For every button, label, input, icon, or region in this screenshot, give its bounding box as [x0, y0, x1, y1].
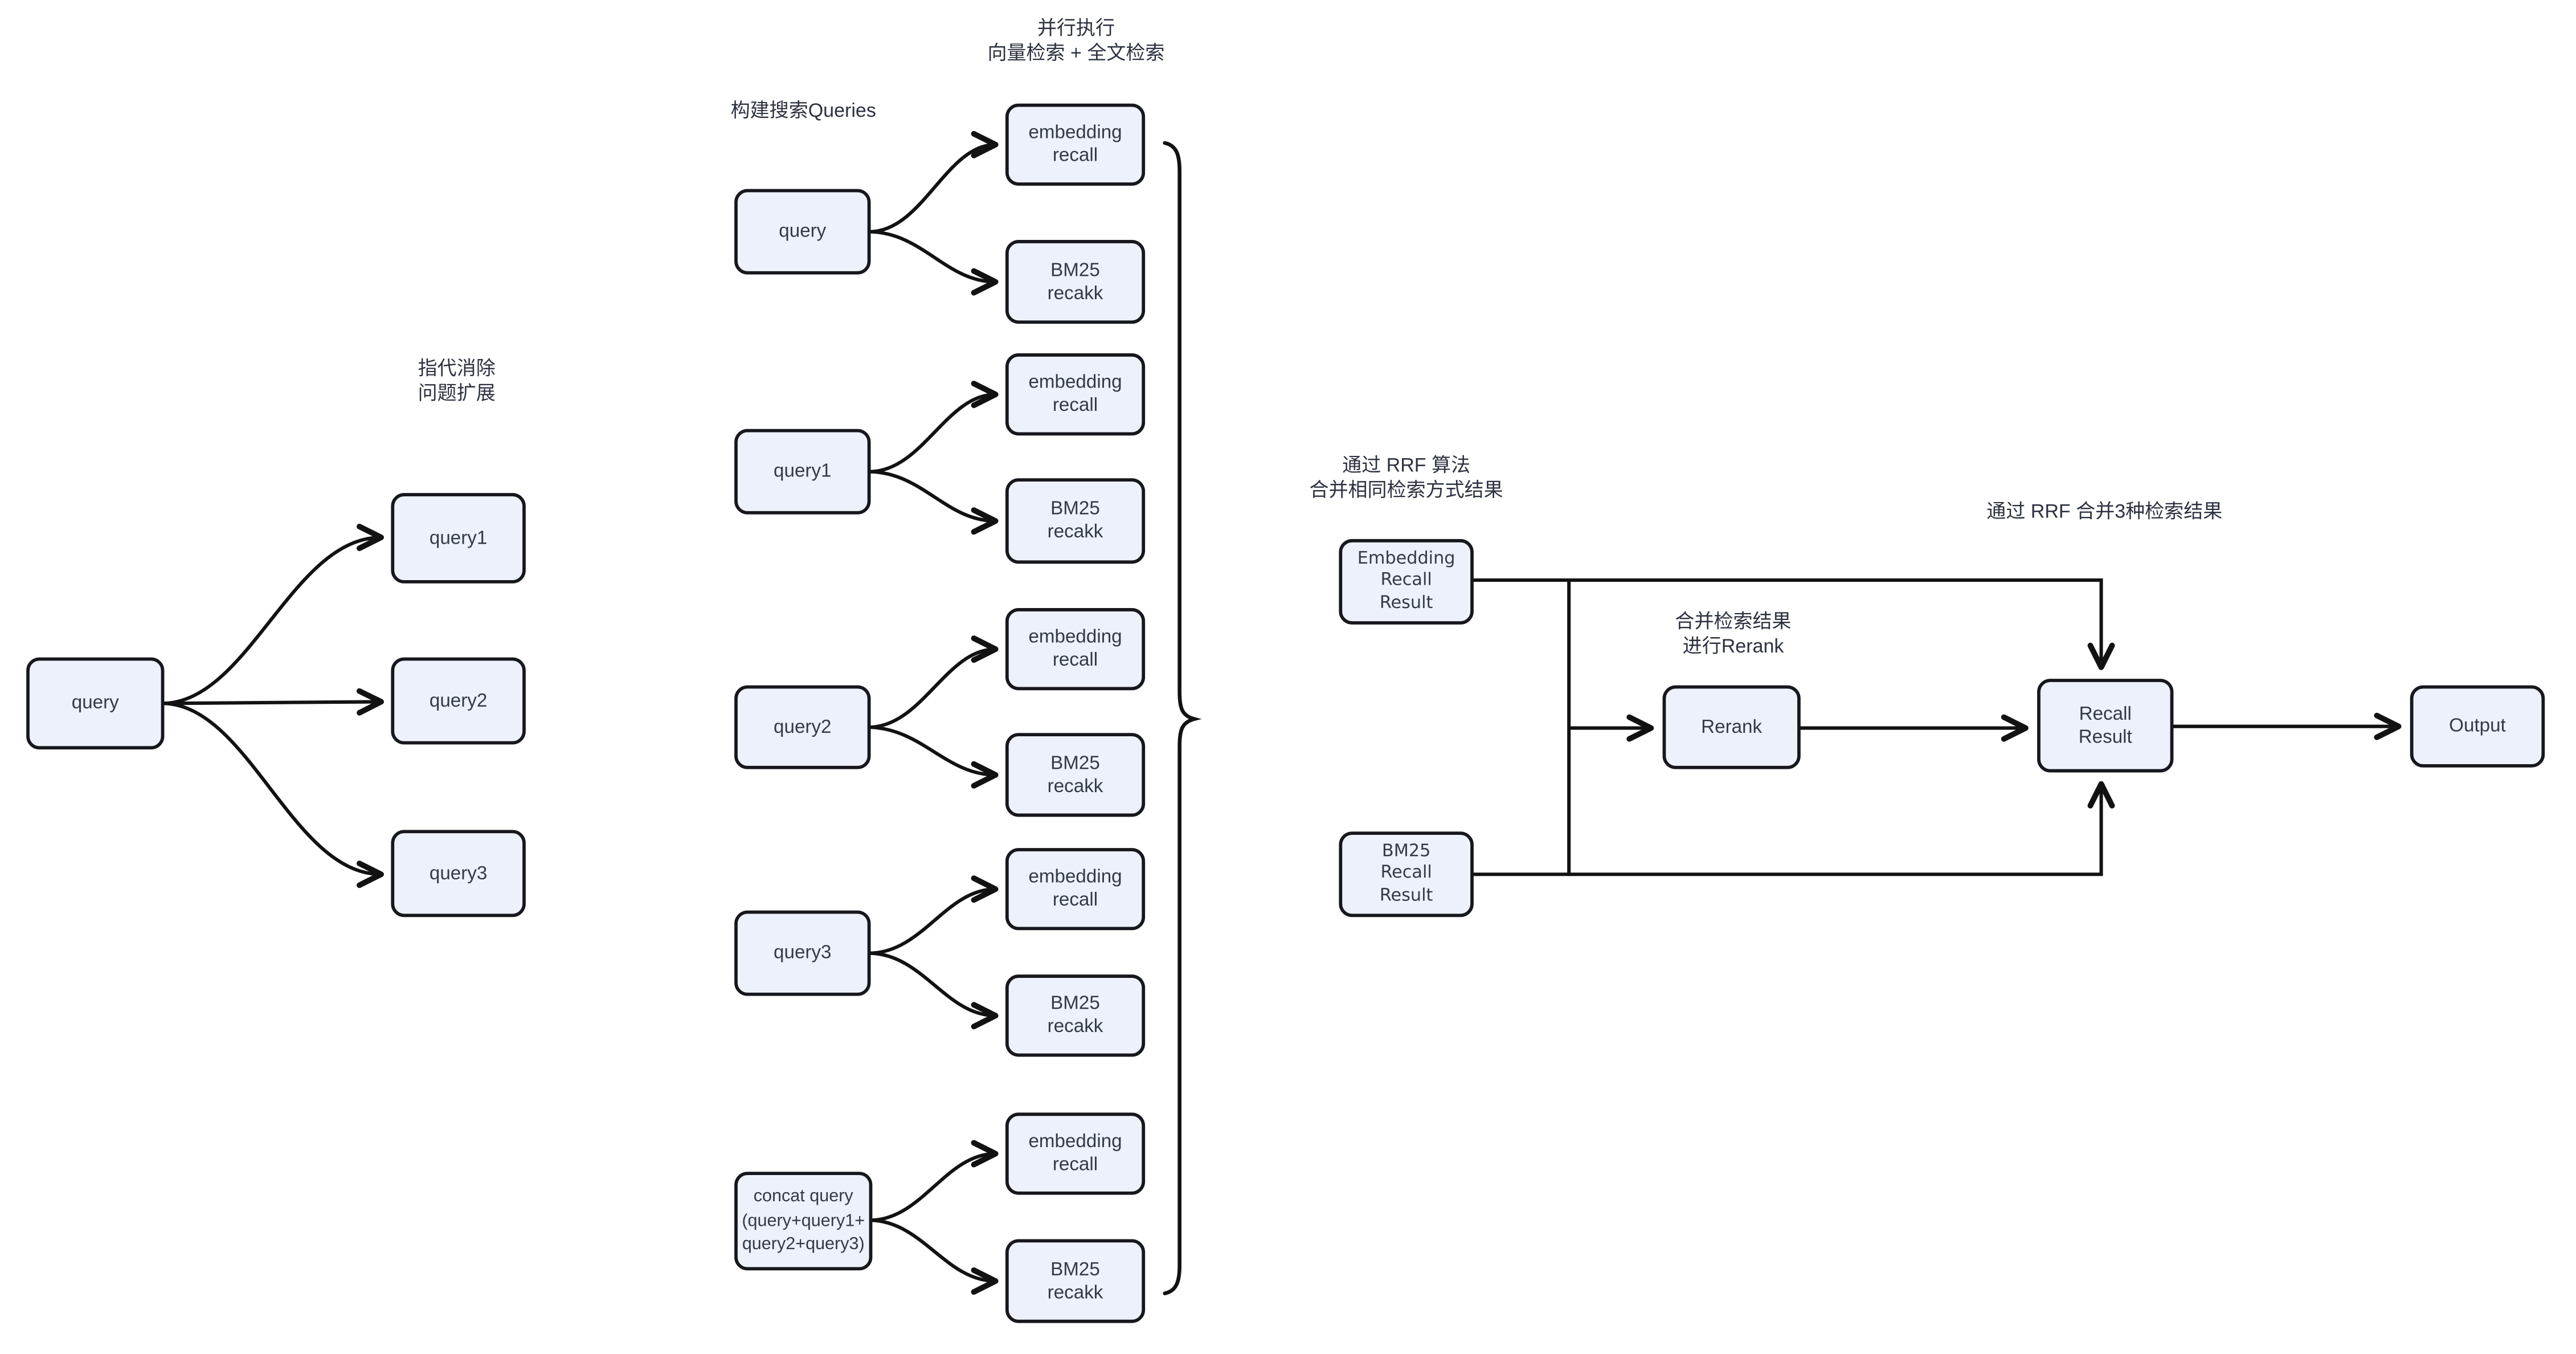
arrow-midquery-to-bm1	[869, 230, 999, 296]
label-rrf-same-method: 通过 RRF 算法 合并相同检索方式结果	[1209, 454, 1604, 503]
node-bm25-recall-3-line1: BM25	[1050, 753, 1100, 773]
node-embedding-recall-1: embedding recall	[1005, 103, 1146, 186]
node-bm25-recall-1-line1: BM25	[1050, 260, 1100, 280]
node-mid-query2-label: query2	[774, 717, 832, 737]
node-bm25-recall-2-line2: recakk	[1047, 523, 1103, 543]
node-bm25-recall-1: BM25 recakk	[1005, 240, 1146, 324]
label-parallel-exec-line2: 向量检索 + 全文检索	[987, 41, 1165, 64]
arrow-midquery2-to-bm3	[869, 725, 999, 789]
node-output-label: Output	[2449, 716, 2506, 737]
node-embedding-recall-5-line2: recall	[1052, 1155, 1098, 1176]
node-mid-query1: query1	[734, 429, 871, 515]
node-embedding-recall-1-line1: embedding	[1028, 123, 1122, 143]
node-embedding-recall-result-line3: Result	[1379, 593, 1433, 613]
node-bm25-recall-4: BM25 recakk	[1005, 974, 1146, 1057]
node-bm25-recall-result-line1: BM25	[1381, 841, 1431, 861]
node-query-source-label: query	[71, 694, 119, 713]
arrow-concat-to-bm5	[870, 1218, 999, 1295]
line-bm25result-to-recallresult-bottom	[1471, 781, 2115, 876]
arrow-query-to-query2	[162, 688, 384, 716]
node-concat-query: concat query (query+query1+ query2+query…	[734, 1172, 873, 1271]
node-query1-expanded: query1	[391, 493, 526, 584]
arrow-midquery3-to-bm4	[869, 951, 999, 1030]
node-rerank-label: Rerank	[1701, 717, 1763, 737]
node-recall-result-line2: Result	[2078, 727, 2132, 747]
node-bm25-recall-4-line2: recakk	[1047, 1017, 1103, 1037]
node-embedding-recall-4: embedding recall	[1005, 848, 1146, 931]
node-query3-expanded: query3	[391, 830, 526, 917]
label-coreference-line1: 指代消除	[418, 356, 496, 380]
node-bm25-recall-result: BM25 Recall Result	[1339, 831, 1474, 917]
label-rrf-merge3: 通过 RRF 合并3种检索结果	[1986, 499, 2223, 523]
node-query3-expanded-label: query3	[429, 863, 488, 884]
node-embedding-recall-2: embedding recall	[1005, 353, 1146, 436]
node-bm25-recall-5: BM25 recakk	[1005, 1239, 1146, 1323]
node-recall-result: Recall Result	[2037, 679, 2174, 773]
arrow-midquery1-to-bm2	[869, 470, 999, 535]
node-embedding-recall-result: Embedding Recall Result	[1339, 539, 1474, 625]
node-embedding-recall-3: embedding recall	[1005, 608, 1146, 691]
label-parallel-exec-line1: 并行执行	[1037, 16, 1115, 40]
node-embedding-recall-3-line2: recall	[1052, 651, 1098, 671]
node-embedding-recall-result-line1: Embedding	[1357, 548, 1455, 569]
arrow-query-to-query3	[162, 702, 384, 888]
label-rrf-same-method-line2: 合并相同检索方式结果	[1309, 478, 1503, 501]
node-embedding-recall-1-line2: recall	[1052, 146, 1098, 166]
node-bm25-recall-3: BM25 recakk	[1005, 733, 1146, 817]
node-bm25-recall-result-line2: Recall	[1380, 863, 1432, 883]
node-mid-query-label: query	[779, 222, 827, 242]
node-bm25-recall-4-line1: BM25	[1050, 994, 1100, 1014]
node-recall-result-line1: Recall	[2079, 704, 2132, 724]
arrow-midquery3-to-emb4	[869, 875, 999, 955]
node-embedding-recall-2-line1: embedding	[1028, 373, 1122, 393]
node-mid-query3: query3	[734, 910, 871, 996]
arrow-midquery1-to-emb2	[869, 381, 999, 474]
node-bm25-recall-5-line1: BM25	[1050, 1259, 1100, 1280]
node-bm25-recall-3-line2: recakk	[1047, 776, 1103, 797]
node-rerank: Rerank	[1662, 685, 1801, 769]
node-bm25-recall-5-line2: recakk	[1047, 1282, 1103, 1303]
node-bm25-recall-2-line1: BM25	[1050, 499, 1100, 520]
label-coreference-line2: 问题扩展	[418, 381, 496, 405]
node-mid-query2: query2	[734, 685, 871, 769]
node-embedding-recall-result-line2: Recall	[1380, 570, 1432, 591]
node-query1-expanded-label: query1	[429, 528, 488, 548]
node-mid-query3-label: query3	[774, 943, 832, 963]
label-merge-rerank-line1: 合并检索结果	[1675, 609, 1792, 633]
node-embedding-recall-3-line1: embedding	[1028, 627, 1122, 648]
node-query2-expanded: query2	[391, 657, 526, 745]
node-embedding-recall-4-line2: recall	[1052, 891, 1098, 911]
node-bm25-recall-2: BM25 recakk	[1005, 478, 1146, 564]
arrow-query-to-query1	[162, 524, 384, 705]
node-embedding-recall-2-line2: recall	[1052, 396, 1098, 416]
label-merge-rerank-line2: 进行Rerank	[1682, 634, 1784, 658]
label-merge-rerank: 合并检索结果 进行Rerank	[1569, 610, 1898, 659]
curly-brace	[1163, 141, 1202, 1295]
label-parallel-exec: 并行执行 向量检索 + 全文检索	[912, 17, 1241, 66]
line-embresult-to-recallresult-top	[1471, 578, 2115, 670]
node-concat-query-line3: query2+query3)	[742, 1234, 865, 1255]
node-query-source: query	[26, 657, 165, 750]
label-rrf-same-method-line1: 通过 RRF 算法	[1342, 453, 1471, 477]
node-embedding-recall-5-line1: embedding	[1028, 1132, 1122, 1152]
label-coreference: 指代消除 问题扩展	[292, 357, 621, 406]
node-query2-expanded-label: query2	[429, 691, 488, 711]
node-concat-query-line1: concat query	[753, 1186, 853, 1207]
arrow-midquery2-to-emb3	[869, 635, 999, 729]
node-bm25-recall-result-line3: Result	[1379, 885, 1433, 906]
arrow-concat-to-emb5	[870, 1140, 999, 1222]
node-embedding-recall-4-line1: embedding	[1028, 867, 1122, 888]
node-embedding-recall-5: embedding recall	[1005, 1112, 1146, 1195]
node-mid-query1-label: query1	[774, 462, 832, 482]
label-build-queries: 构建搜索Queries	[730, 99, 876, 122]
node-bm25-recall-1-line2: recakk	[1047, 283, 1103, 304]
arrow-midquery-to-emb1	[869, 130, 999, 234]
node-concat-query-line2: (query+query1+	[742, 1210, 865, 1231]
node-output: Output	[2410, 685, 2545, 768]
node-mid-query: query	[734, 189, 871, 275]
